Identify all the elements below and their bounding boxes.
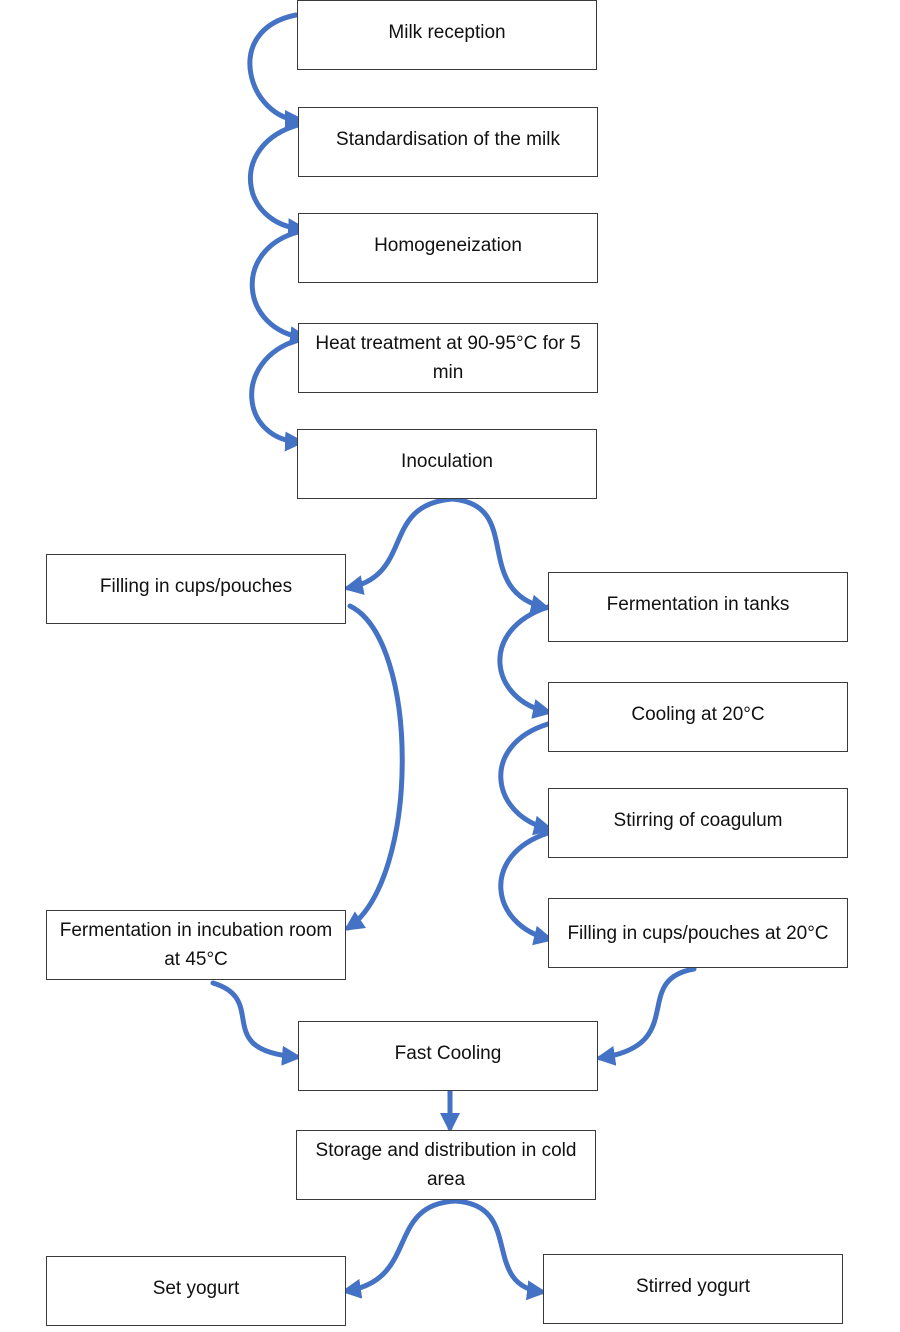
step-storage-label: Storage and distribution in cold area [315, 1140, 577, 1190]
arrow-standardisation-to-homogenization [247, 122, 308, 239]
step-fermentation-incubation-label: Fermentation in incubation room at 45°C [59, 920, 333, 970]
arrow-heat-treatment-to-inoculation [249, 337, 305, 452]
step-filling-stirred: Filling in cups/pouches at 20°C [548, 898, 848, 968]
arrow-inoculation-to-fermentation-tanks [449, 496, 551, 615]
arrow-homogenization-to-heat-treatment [249, 229, 310, 347]
arrow-fermentation-incubation-to-fast-cooling [210, 980, 302, 1066]
step-heat-treatment-label: Heat treatment at 90-95°C for 5 min [315, 333, 581, 383]
step-stirring-label: Stirring of coagulum [613, 810, 783, 831]
arrow-storage-to-stirred-yogurt [452, 1198, 547, 1301]
step-stirred-yogurt-label: Stirred yogurt [635, 1276, 751, 1297]
step-filling-set: Filling in cups/pouches [46, 554, 346, 624]
step-inoculation: Inoculation [297, 429, 597, 499]
arrow-stirring-to-filling-20 [498, 830, 554, 946]
step-fermentation-tanks: Fermentation in tanks [548, 572, 848, 642]
arrow-cooling-to-stirring [498, 721, 554, 836]
arrow-inoculation-to-filling [343, 496, 455, 595]
step-fermentation-tanks-label: Fermentation in tanks [606, 594, 790, 615]
step-set-yogurt-label: Set yogurt [152, 1278, 240, 1299]
step-inoculation-label: Inoculation [401, 451, 493, 472]
step-stirring: Stirring of coagulum [548, 788, 848, 858]
step-standardisation: Standardisation of the milk [298, 107, 598, 177]
step-fast-cooling: Fast Cooling [298, 1021, 598, 1091]
arrow-milk-to-standardisation [247, 12, 305, 130]
step-storage: Storage and distribution in cold area [296, 1130, 596, 1200]
step-stirred-yogurt: Stirred yogurt [543, 1254, 843, 1324]
step-fermentation-incubation: Fermentation in incubation room at 45°C [46, 910, 346, 980]
arrow-storage-to-set-yogurt [341, 1198, 458, 1299]
step-cooling-20: Cooling at 20°C [548, 682, 848, 752]
step-fast-cooling-label: Fast Cooling [394, 1043, 502, 1064]
step-homogenization-label: Homogeneization [374, 235, 522, 256]
arrow-filling-20-to-fast-cooling [595, 966, 697, 1066]
step-homogenization: Homogeneization [298, 213, 598, 283]
step-standardisation-label: Standardisation of the milk [336, 129, 560, 150]
step-filling-set-label: Filling in cups/pouches [99, 576, 293, 597]
step-milk-reception-label: Milk reception [388, 22, 506, 43]
step-cooling-20-label: Cooling at 20°C [631, 704, 765, 725]
arrow-filling-to-fermentation-incubation [343, 603, 405, 931]
step-set-yogurt: Set yogurt [46, 1256, 346, 1326]
arrow-fermentation-tanks-to-cooling [497, 604, 553, 719]
step-milk-reception: Milk reception [297, 0, 597, 70]
step-heat-treatment: Heat treatment at 90-95°C for 5 min [298, 323, 598, 393]
step-filling-stirred-label: Filling in cups/pouches at 20°C [567, 922, 829, 944]
